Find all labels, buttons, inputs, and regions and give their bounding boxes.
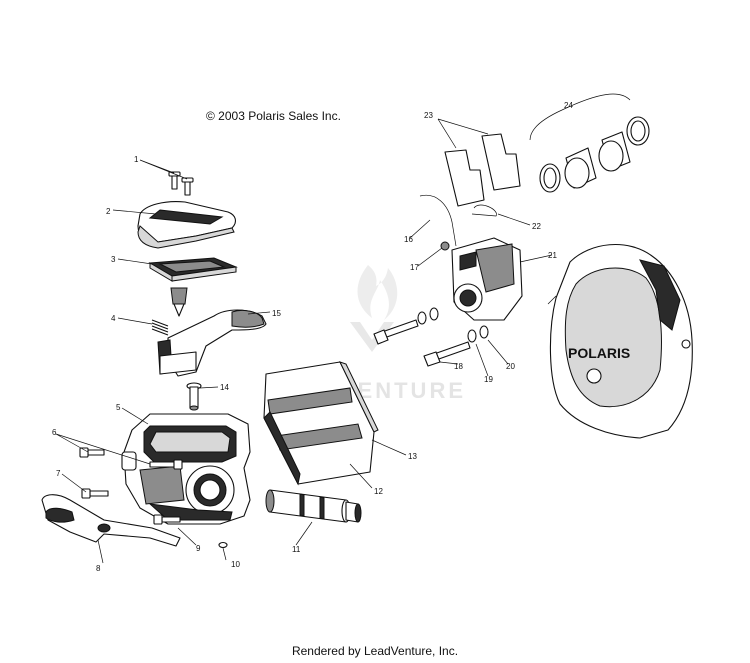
callout-8: 8 bbox=[96, 564, 101, 573]
part-1-screws bbox=[168, 171, 194, 196]
callout-22: 22 bbox=[532, 222, 541, 231]
callout-17: 17 bbox=[410, 263, 419, 272]
callout-19: 19 bbox=[484, 375, 493, 384]
callout-24: 24 bbox=[564, 101, 573, 110]
part-21-caliper bbox=[451, 237, 523, 321]
part-10-washer bbox=[218, 541, 228, 549]
callout-6: 6 bbox=[52, 428, 57, 437]
part-15-throttle-lever bbox=[157, 309, 267, 377]
part-5-housing bbox=[121, 413, 251, 525]
callout-13: 13 bbox=[408, 452, 417, 461]
part-plunger bbox=[170, 287, 188, 317]
callout-16: 16 bbox=[404, 235, 413, 244]
part-17-bleeder bbox=[440, 241, 450, 251]
callout-21: 21 bbox=[548, 251, 557, 260]
part-7-screw bbox=[81, 488, 109, 499]
callouts: 1 2 3 4 5 6 7 8 9 10 11 12 13 14 15 16 1… bbox=[52, 101, 573, 573]
part-9-screw bbox=[153, 514, 181, 525]
part-23-brake-pads bbox=[444, 133, 521, 207]
callout-20: 20 bbox=[506, 362, 515, 371]
callout-7: 7 bbox=[56, 469, 61, 478]
callout-5: 5 bbox=[116, 403, 121, 412]
copyright-notice: © 2003 Polaris Sales Inc. bbox=[206, 109, 341, 123]
part-11-piston bbox=[265, 489, 362, 523]
callout-1: 1 bbox=[134, 155, 139, 164]
callout-9: 9 bbox=[196, 544, 201, 553]
part-2-top-cover bbox=[137, 201, 237, 249]
part-6-screws bbox=[79, 447, 183, 470]
part-24-seals bbox=[539, 116, 650, 193]
part-16-hose bbox=[419, 194, 457, 247]
part-chaincase-cover: POLARIS bbox=[549, 244, 693, 439]
callout-23: 23 bbox=[424, 111, 433, 120]
part-8-brake-lever bbox=[41, 494, 181, 547]
callout-4: 4 bbox=[111, 314, 116, 323]
callout-14: 14 bbox=[220, 383, 229, 392]
rendered-by-footer: Rendered by LeadVenture, Inc. bbox=[291, 644, 459, 658]
part-bolts bbox=[373, 319, 471, 367]
leader-lines bbox=[55, 93, 631, 564]
callout-15: 15 bbox=[272, 309, 281, 318]
part-14-pin bbox=[186, 382, 202, 411]
polaris-logo: POLARIS bbox=[568, 345, 630, 361]
callout-10: 10 bbox=[231, 560, 240, 569]
callout-18: 18 bbox=[454, 362, 463, 371]
callout-11: 11 bbox=[292, 545, 301, 554]
part-3-gasket bbox=[148, 257, 238, 282]
callout-2: 2 bbox=[106, 207, 111, 216]
part-caliper-washers bbox=[417, 307, 489, 343]
part-4-spring bbox=[151, 319, 169, 336]
callout-12: 12 bbox=[374, 487, 383, 496]
part-22-clip bbox=[471, 204, 497, 217]
callout-3: 3 bbox=[111, 255, 116, 264]
part-12-reservoir-cover bbox=[263, 361, 379, 486]
